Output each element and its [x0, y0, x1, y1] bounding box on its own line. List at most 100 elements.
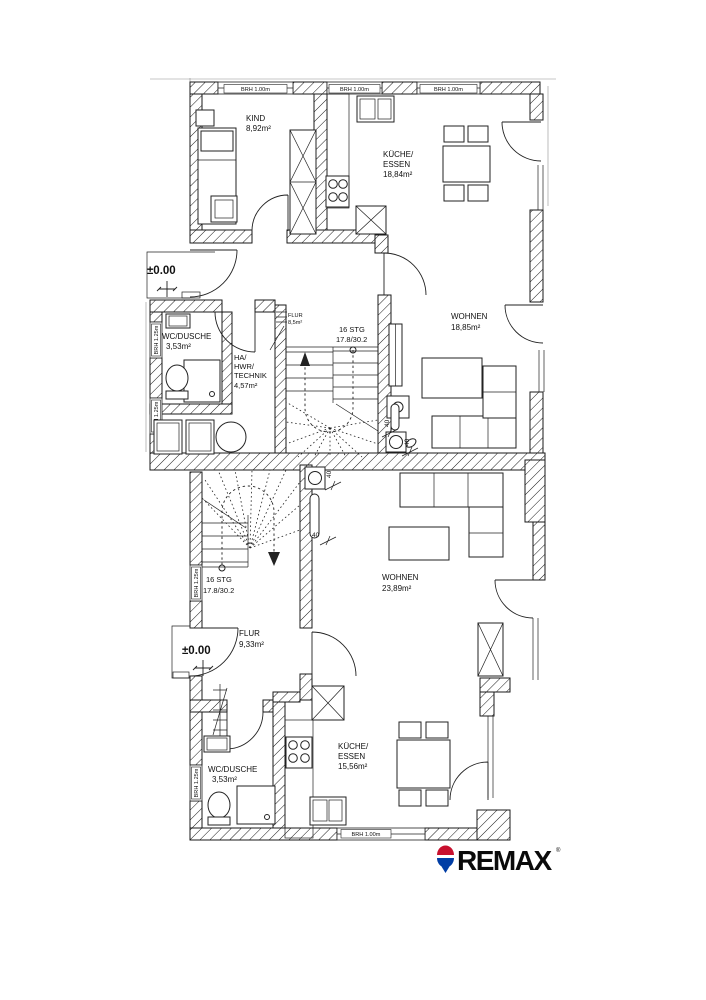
sofa-lower [399, 472, 504, 558]
upper-ghost-lines [145, 78, 556, 452]
level-cross-lower [192, 660, 214, 676]
tall-cupboard-lower [311, 685, 345, 721]
window-label: BRH 1.00m [340, 87, 369, 93]
room-area-kind: 8,92m² [246, 124, 271, 133]
dim-label: 40 [326, 470, 333, 478]
dining-set-upper [442, 125, 491, 202]
remax-balloon-icon [437, 845, 454, 873]
window-label: BRH 1.25m [194, 568, 200, 597]
room-label-technik: TECHNIK [234, 371, 267, 380]
window-label: BRH 1.25m [194, 768, 200, 797]
stair-label: 17.8/30.2 [336, 335, 367, 344]
window-label: BRH 1.00m [241, 87, 270, 93]
tall-cupboard-upper [355, 205, 387, 235]
window-label: BRH 1.00m [352, 832, 381, 838]
registered-mark: ® [556, 847, 561, 854]
room-area-flur-eg: 9,33m² [239, 640, 264, 649]
sofa-upper [431, 365, 517, 449]
upper-floor: BRH 1.00m BRH 1.00m BRH 1.00m BRH 1.25m [145, 78, 556, 471]
room-label-wohnen-eg: WOHNEN [382, 573, 419, 582]
level-marker-upper: ±0.00 [147, 265, 176, 277]
door-terrace-kitchen [449, 761, 489, 801]
room-area-kueche-og: 18,84m² [383, 170, 413, 179]
stove-upper [325, 175, 350, 208]
room-label-flur-og: FLUR [288, 313, 303, 319]
wardrobe-kind [289, 129, 317, 235]
dimension-annotations: 40 40 40 40 [312, 419, 419, 546]
room-label-kueche-og: ESSEN [383, 160, 410, 169]
dim-label: 40 [404, 438, 411, 446]
room-label-kueche-eg: ESSEN [338, 752, 365, 761]
radiator-lower [212, 684, 228, 740]
room-label-kueche-eg: KÜCHE/ [338, 742, 369, 751]
upper-walls [149, 81, 546, 471]
upper-doors [189, 121, 544, 353]
lower-doors [189, 579, 534, 801]
lower-entry-porch: ±0.00 [171, 625, 214, 679]
window-label: BRH 1.00m [434, 87, 463, 93]
upper-living-furniture [386, 323, 517, 449]
door-wc-lower [226, 711, 264, 750]
room-label-technik: HA/ [234, 353, 247, 362]
room-label-technik: HWR/ [234, 362, 255, 371]
door-wohnen-balcony [504, 304, 544, 344]
window-label: BRH 1.25m [154, 401, 160, 430]
stair-walkline-lower [218, 485, 280, 572]
stair-walkline [300, 346, 357, 433]
sink-wc-upper [165, 313, 191, 329]
level-cross-upper [156, 281, 178, 297]
window-top-1: BRH 1.00m [217, 81, 294, 95]
upper-entry-porch: ±0.00 [146, 251, 215, 299]
window-right-strips [537, 165, 545, 392]
window-label: BRH 1.25m [154, 325, 160, 354]
stair-label: 16 STG [206, 575, 232, 584]
stair-winder-treads [285, 401, 379, 458]
stair-label: 17.8/30.2 [203, 586, 234, 595]
lower-bath-fixtures [203, 735, 276, 826]
kind-room-furniture [195, 109, 317, 235]
upper-kitchen-furniture [325, 93, 491, 235]
upper-bath-fixtures [153, 313, 417, 455]
room-area-flur-og: 8,5m² [288, 320, 302, 326]
upper-windows: BRH 1.00m BRH 1.00m BRH 1.00m BRH 1.25m [149, 81, 545, 435]
window-left-lower-1: BRH 1.25m [189, 564, 203, 602]
shower-lower [236, 785, 276, 825]
room-label-kind: KIND [246, 114, 265, 123]
room-label-wc-og: WC/DUSCHE [162, 332, 211, 341]
room-label-wc-eg: WC/DUSCHE [208, 765, 257, 774]
shaft-fixtures [385, 403, 417, 453]
shower-upper [183, 359, 221, 403]
boiler-unit [304, 466, 326, 539]
lower-room-labels: WOHNEN 23,89m² KÜCHE/ ESSEN 15,56m² WC/D… [208, 573, 419, 784]
stair-winder-treads-lower [201, 469, 301, 549]
door-wc-upper [214, 311, 256, 353]
door-kind [251, 194, 289, 232]
remax-logo-text: REMAX [457, 845, 552, 876]
room-area-wohnen-eg: 23,89m² [382, 584, 412, 593]
door-entry-lower [189, 627, 239, 677]
dining-set-lower [396, 721, 451, 807]
stove-lower [285, 736, 313, 769]
window-top-3: BRH 1.00m [416, 81, 481, 95]
upper-stairs: 16 STG 17.8/30.2 [285, 325, 379, 458]
door-balcony-wohnen-lower [494, 579, 534, 619]
level-marker-lower: ±0.00 [182, 645, 211, 657]
lower-stairs: 16 STG 17.8/30.2 [201, 469, 301, 595]
lower-kitchen-furniture [284, 685, 451, 839]
stair-label: 16 STG [339, 325, 365, 334]
sink-upper [356, 95, 395, 123]
sink-wc-lower [203, 735, 231, 753]
window-left-1: BRH 1.25m [149, 321, 163, 359]
window-top-2: BRH 1.00m [326, 81, 383, 95]
room-area-kueche-eg: 15,56m² [338, 762, 368, 771]
door-entry-upper [189, 249, 238, 298]
room-label-kueche-og: KÜCHE/ [383, 150, 414, 159]
dim-label: 40 [384, 419, 391, 427]
window-left-lower-2: BRH 1.25m [189, 764, 203, 802]
door-hall-wohnen [383, 252, 427, 296]
sink-lower [309, 796, 347, 826]
upper-room-labels: KIND 8,92m² KÜCHE/ ESSEN 18,84m² WOHNEN … [162, 114, 488, 390]
lower-windows: BRH 1.25m BRH 1.25m BRH 1.00m [189, 564, 539, 841]
